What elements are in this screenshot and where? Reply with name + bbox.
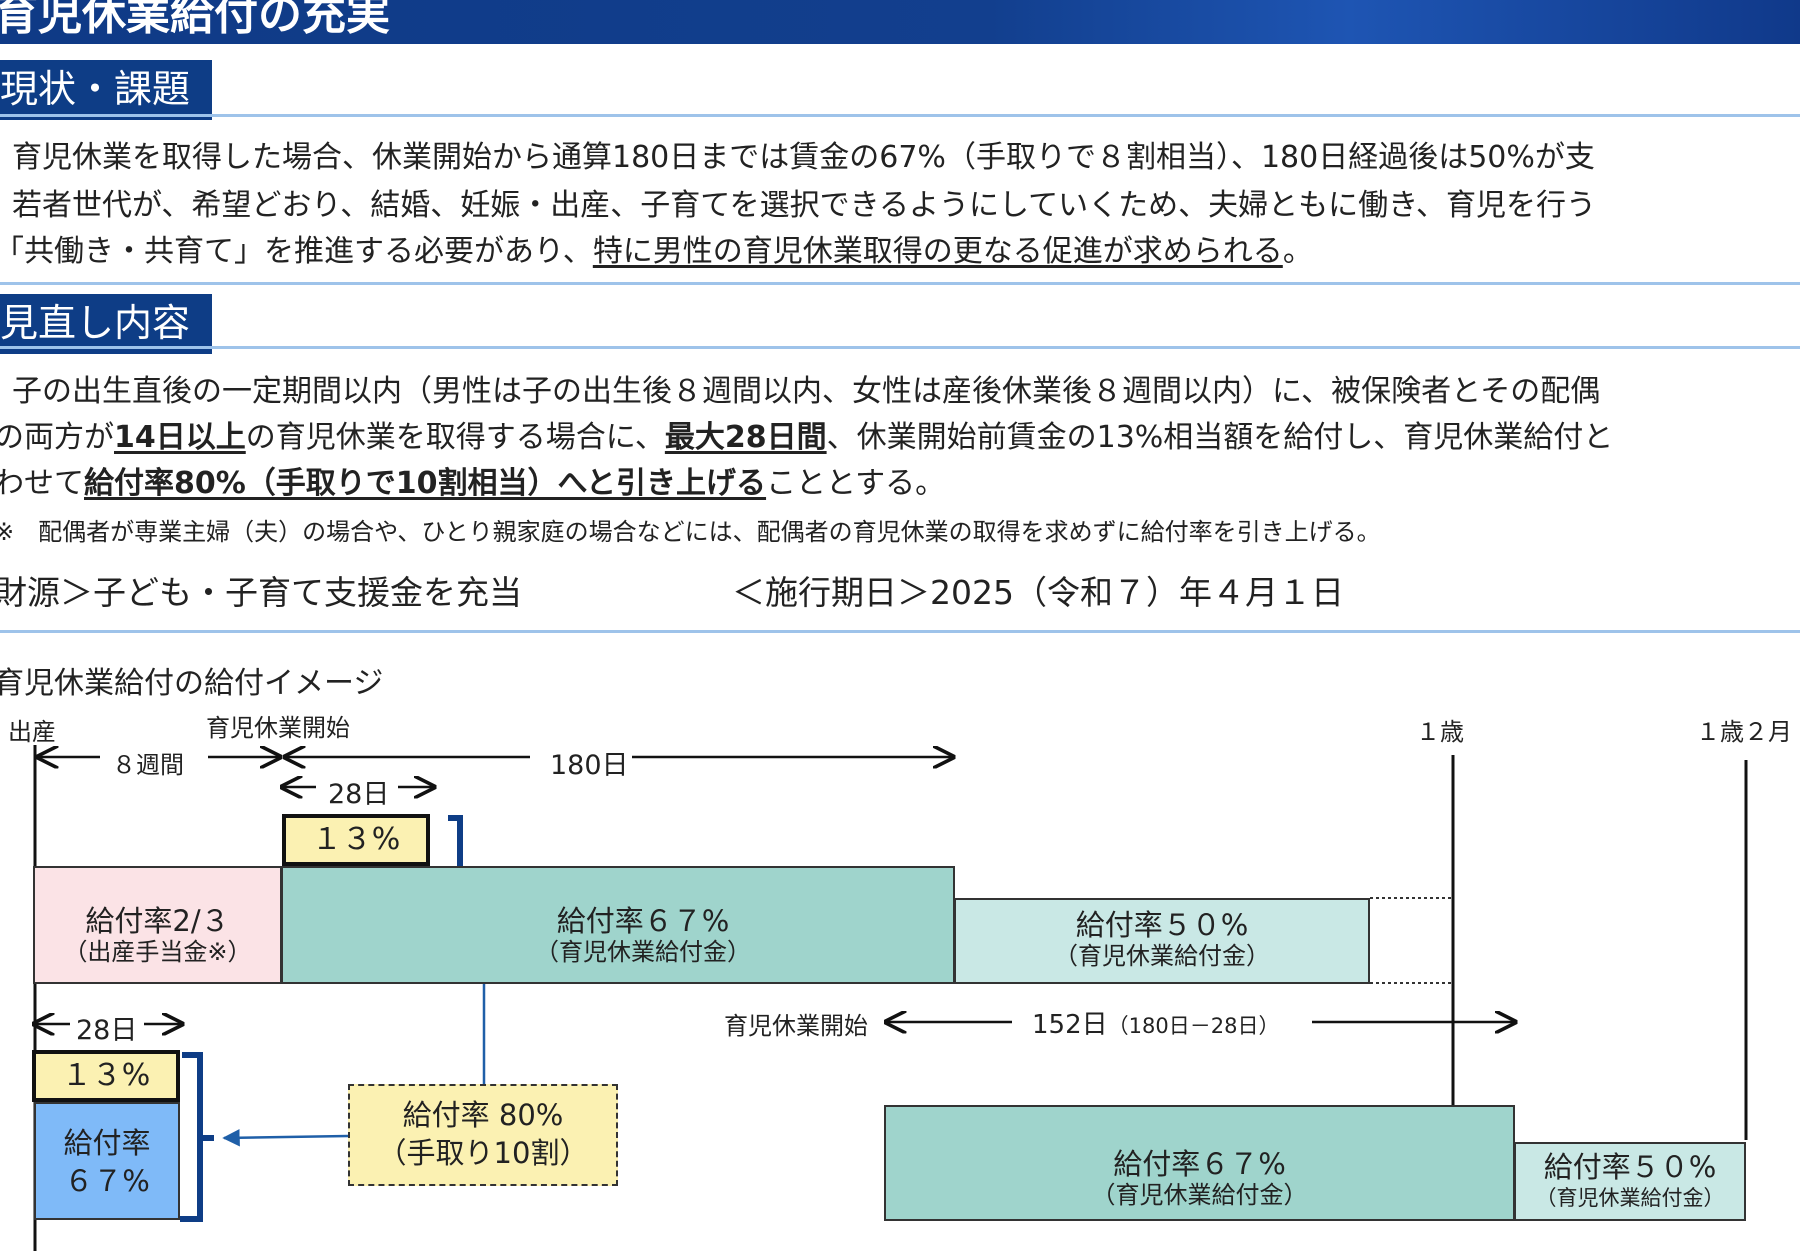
label-leave-start: 育児休業開始 [206, 714, 350, 742]
label-leave-start-2: 育児休業開始 [724, 1012, 868, 1040]
issue-emphasis: 特に男性の育児休業取得の更なる促進が求められる [592, 234, 1283, 269]
pct-13-top: １３% [282, 814, 430, 866]
review-note: ※ 配偶者が専業主婦（夫）の場合や、ひとり親家庭の場合などには、配偶者の育児休業… [0, 518, 1381, 546]
box-rate-67-bottom: 給付率６７% （育児休業給付金） [884, 1105, 1515, 1221]
review-line-3: わせて給付率80%（手取りで10割相当）へと引き上げることとする。 [0, 466, 946, 501]
label-28-days-top: 28日 [328, 779, 390, 810]
section-rule [0, 282, 1800, 285]
label-152-days: 152日（180日－28日） [1032, 1010, 1280, 1040]
label-8-weeks: ８週間 [112, 751, 184, 779]
max-28-days: 最大28日間 [664, 420, 827, 455]
label-birth: 出産 [8, 718, 56, 746]
effective-date: ＜施行期日＞2025（令和７）年４月１日 [732, 573, 1344, 612]
funding-source: 財源＞子ども・子育て支援金を充当 [0, 573, 522, 612]
label-180-days: 180日 [550, 750, 629, 781]
issue-line-1: 育児休業を取得した場合、休業開始から通算180日までは賃金の67%（手取りで８割… [12, 140, 1595, 175]
review-line-2: の両方が14日以上の育児休業を取得する場合に、最大28日間、休業開始前賃金の13… [0, 420, 1614, 455]
pct-13-bottom: １３% [32, 1050, 180, 1102]
box-rate-67-small: 給付率 ６７% [34, 1102, 180, 1220]
title-banner: 育児休業給付の充実 [0, 0, 1800, 44]
diagram-title: 育児休業給付の給付イメージ [0, 666, 384, 701]
section-label-review: 見直し内容 [0, 294, 213, 354]
box-rate-50-top: 給付率５０% （育児休業給付金） [954, 898, 1370, 984]
issue-line-2: 若者世代が、希望どおり、結婚、妊娠・出産、子育てを選択できるようにしていくため、… [12, 188, 1596, 223]
review-line-1: 子の出生直後の一定期間以内（男性は子の出生後８週間以内、女性は産後休業後８週間以… [12, 374, 1601, 409]
callout-rate-80: 給付率 80% （手取り10割） [348, 1084, 618, 1186]
page-title: 育児休業給付の充実 [0, 0, 390, 40]
section-rule [0, 114, 1800, 117]
section-rule [0, 630, 1800, 633]
issue-line-3: 「共働き・共育て」を推進する必要があり、特に男性の育児休業取得の更なる促進が求め… [0, 234, 1313, 269]
box-rate-50-bottom: 給付率５０% （育児休業給付金） [1514, 1142, 1746, 1221]
section-rule [0, 346, 1800, 349]
min-14-days: 14日以上 [114, 420, 246, 455]
section-label-current: 現状・課題 [0, 60, 213, 120]
label-age-1: １歳 [1416, 718, 1464, 746]
box-rate-67-top: 給付率６７% （育児休業給付金） [281, 866, 955, 984]
rate-80-emphasis: 給付率80%（手取りで10割相当）へと引き上げる [84, 466, 767, 501]
label-28-days-bottom: 28日 [76, 1015, 138, 1046]
box-maternity-allowance: 給付率2/３ （出産手当金※） [33, 866, 282, 984]
label-age-1-2m: １歳２月 [1696, 718, 1792, 746]
